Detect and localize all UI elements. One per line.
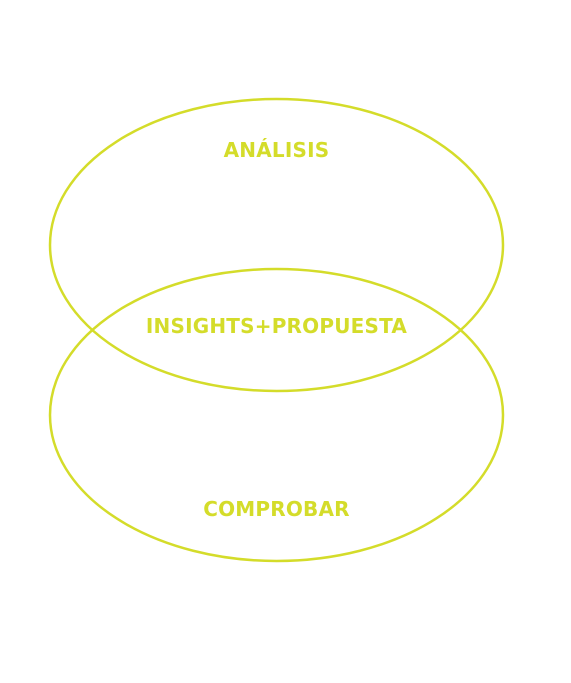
- insights-propuesta-label: INSIGHTS+PROPUESTA: [145, 314, 408, 338]
- bottom-ellipse: [48, 267, 505, 563]
- comprobar-label: COMPROBAR: [203, 497, 350, 521]
- top-ellipse: [48, 97, 505, 393]
- analisis-label: ANÁLISIS: [223, 138, 330, 162]
